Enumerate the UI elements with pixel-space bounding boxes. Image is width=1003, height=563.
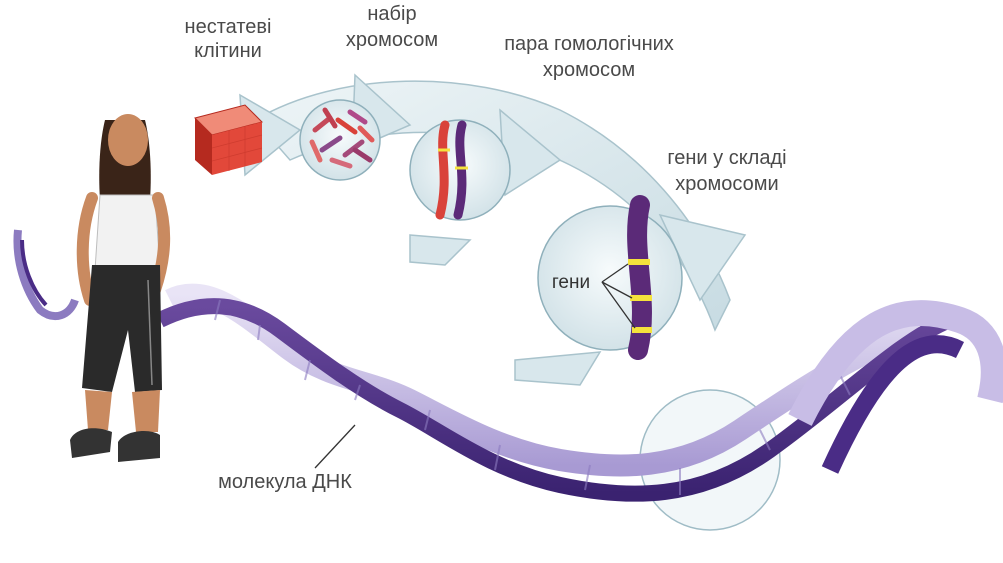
label-somatic-cells-line1: нестатеві [185, 16, 272, 38]
label-homologous-pair-line2: хромосом [543, 59, 635, 81]
dna-pointer-line [315, 425, 355, 468]
cell-block-icon [195, 105, 262, 175]
label-chromosome-set-line1: набір [367, 3, 416, 25]
label-genes-in-chromosome-line2: хромосоми [675, 173, 778, 195]
label-genes: гени [552, 272, 590, 293]
label-homologous-pair-line1: пара гомологічних [504, 33, 674, 55]
homologous-pair-icon [410, 120, 510, 220]
label-dna-molecule: молекула ДНК [218, 471, 352, 493]
woman-figure [70, 114, 164, 462]
chromosome-set-icon [300, 100, 380, 180]
label-chromosome-set-line2: хромосом [346, 29, 438, 51]
label-somatic-cells-line2: клітини [194, 40, 262, 62]
label-genes-in-chromosome-line1: гени у складі [667, 147, 786, 169]
